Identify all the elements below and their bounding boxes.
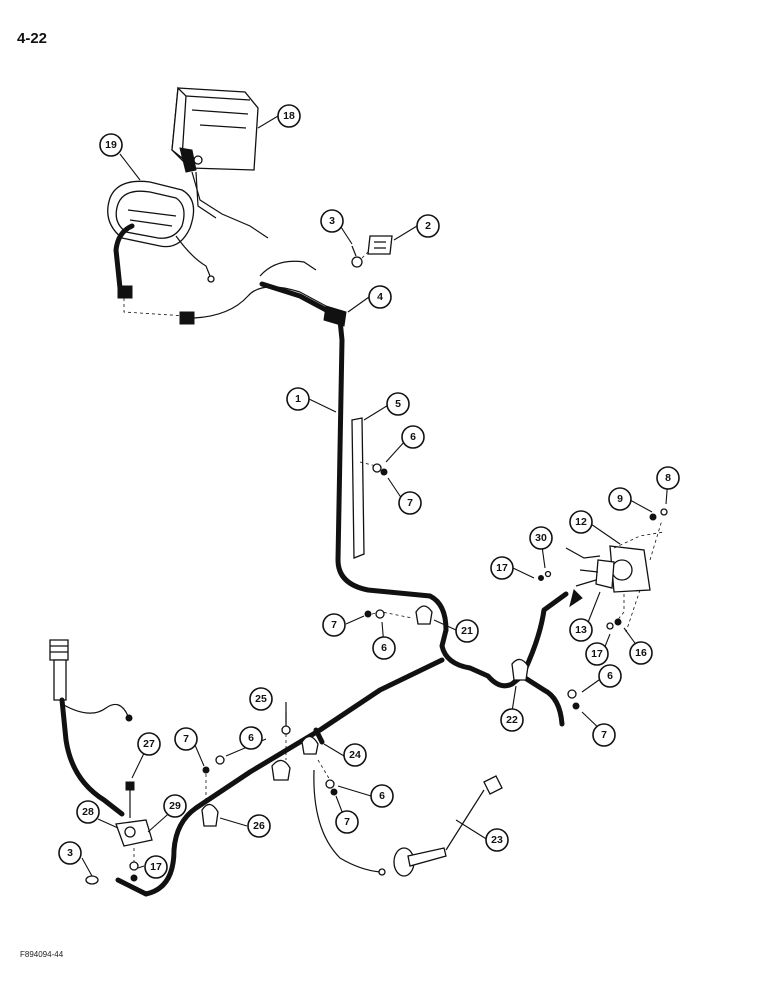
callout-21-label: 21 bbox=[461, 625, 473, 637]
callout-28: 28 bbox=[76, 800, 100, 824]
callout-7-lower-mid-label: 7 bbox=[344, 816, 350, 828]
callout-6-right: 6 bbox=[598, 664, 622, 688]
callout-1: 1 bbox=[286, 387, 310, 411]
callout-30-label: 30 bbox=[535, 532, 547, 544]
connector-plug-left bbox=[49, 639, 133, 817]
callout-5: 5 bbox=[386, 392, 410, 416]
callout-5-label: 5 bbox=[395, 398, 401, 410]
callout-16: 16 bbox=[629, 641, 653, 665]
callout-4: 4 bbox=[368, 285, 392, 309]
callout-17-right-upper-label: 17 bbox=[496, 562, 508, 574]
callout-23: 23 bbox=[485, 828, 509, 852]
callout-7-mid-label: 7 bbox=[331, 619, 337, 631]
oval-lamp-19 bbox=[107, 180, 215, 325]
callout-22: 22 bbox=[500, 708, 524, 732]
callout-6-mid: 6 bbox=[372, 636, 396, 660]
callout-28-label: 28 bbox=[82, 806, 94, 818]
callout-6-lower-mid-label: 6 bbox=[379, 790, 385, 802]
callout-24: 24 bbox=[343, 743, 367, 767]
callout-27: 27 bbox=[137, 732, 161, 756]
ground-bracket-28 bbox=[85, 781, 153, 885]
callout-9-label: 9 bbox=[617, 493, 623, 505]
callout-21: 21 bbox=[455, 619, 479, 643]
bracket-5 bbox=[351, 417, 388, 559]
callout-7-lower-left-label: 7 bbox=[183, 733, 189, 745]
callout-26: 26 bbox=[247, 814, 271, 838]
connector-socket-12 bbox=[565, 519, 665, 633]
ring-terminal-3 bbox=[351, 245, 371, 268]
callout-29: 29 bbox=[163, 794, 187, 818]
callout-7-lower-left: 7 bbox=[174, 727, 198, 751]
callout-6-lower-left: 6 bbox=[239, 726, 263, 750]
callout-3-bottom-label: 3 bbox=[67, 847, 73, 859]
callout-19: 19 bbox=[99, 133, 123, 157]
callout-3-bottom: 3 bbox=[58, 841, 82, 865]
callout-26-label: 26 bbox=[253, 820, 265, 832]
callout-22-label: 22 bbox=[506, 714, 518, 726]
callout-1-label: 1 bbox=[295, 393, 301, 405]
callout-7-lower-mid: 7 bbox=[335, 810, 359, 834]
callout-13-label: 13 bbox=[575, 624, 587, 636]
callout-6-upper-label: 6 bbox=[410, 431, 416, 443]
page-number: 4-22 bbox=[17, 30, 48, 47]
callout-12-label: 12 bbox=[575, 516, 587, 528]
callout-7-upper: 7 bbox=[398, 491, 422, 515]
callout-12: 12 bbox=[569, 510, 593, 534]
figure-id: F894094-44 bbox=[20, 950, 64, 959]
callout-19-label: 19 bbox=[105, 139, 117, 151]
connector-plate-2 bbox=[367, 235, 393, 255]
callout-3-top: 3 bbox=[320, 209, 344, 233]
callout-4-label: 4 bbox=[377, 291, 383, 303]
callout-17-lower-left-label: 17 bbox=[150, 861, 162, 873]
callout-7-upper-label: 7 bbox=[407, 497, 413, 509]
callout-8-label: 8 bbox=[665, 472, 671, 484]
callout-17-right-lower: 17 bbox=[585, 642, 609, 666]
callout-6-lower-left-label: 6 bbox=[248, 732, 254, 744]
callout-18-label: 18 bbox=[283, 110, 295, 122]
callout-18: 18 bbox=[277, 104, 301, 128]
callout-17-right-upper: 17 bbox=[490, 556, 514, 580]
callout-2: 2 bbox=[416, 214, 440, 238]
callout-13: 13 bbox=[569, 618, 593, 642]
callout-25: 25 bbox=[249, 687, 273, 711]
callout-6-mid-label: 6 bbox=[381, 642, 387, 654]
callout-7-mid: 7 bbox=[322, 613, 346, 637]
callout-2-label: 2 bbox=[425, 220, 431, 232]
callout-6-upper: 6 bbox=[401, 425, 425, 449]
callout-3-top-label: 3 bbox=[329, 215, 335, 227]
callout-17-right-lower-label: 17 bbox=[591, 648, 603, 660]
callout-30: 30 bbox=[529, 526, 553, 550]
callout-17-lower-left: 17 bbox=[144, 855, 168, 879]
callout-25-label: 25 bbox=[255, 693, 267, 705]
callout-24-label: 24 bbox=[349, 749, 361, 761]
callout-8: 8 bbox=[656, 466, 680, 490]
callout-7-right-label: 7 bbox=[601, 729, 607, 741]
callout-29-label: 29 bbox=[169, 800, 181, 812]
callout-27-label: 27 bbox=[143, 738, 155, 750]
callout-9: 9 bbox=[608, 487, 632, 511]
callout-23-label: 23 bbox=[491, 834, 503, 846]
callout-7-right: 7 bbox=[592, 723, 616, 747]
callout-6-right-label: 6 bbox=[607, 670, 613, 682]
callout-16-label: 16 bbox=[635, 647, 647, 659]
sensor-23 bbox=[313, 769, 503, 877]
callout-6-lower-mid: 6 bbox=[370, 784, 394, 808]
work-lamp-18 bbox=[171, 86, 269, 239]
